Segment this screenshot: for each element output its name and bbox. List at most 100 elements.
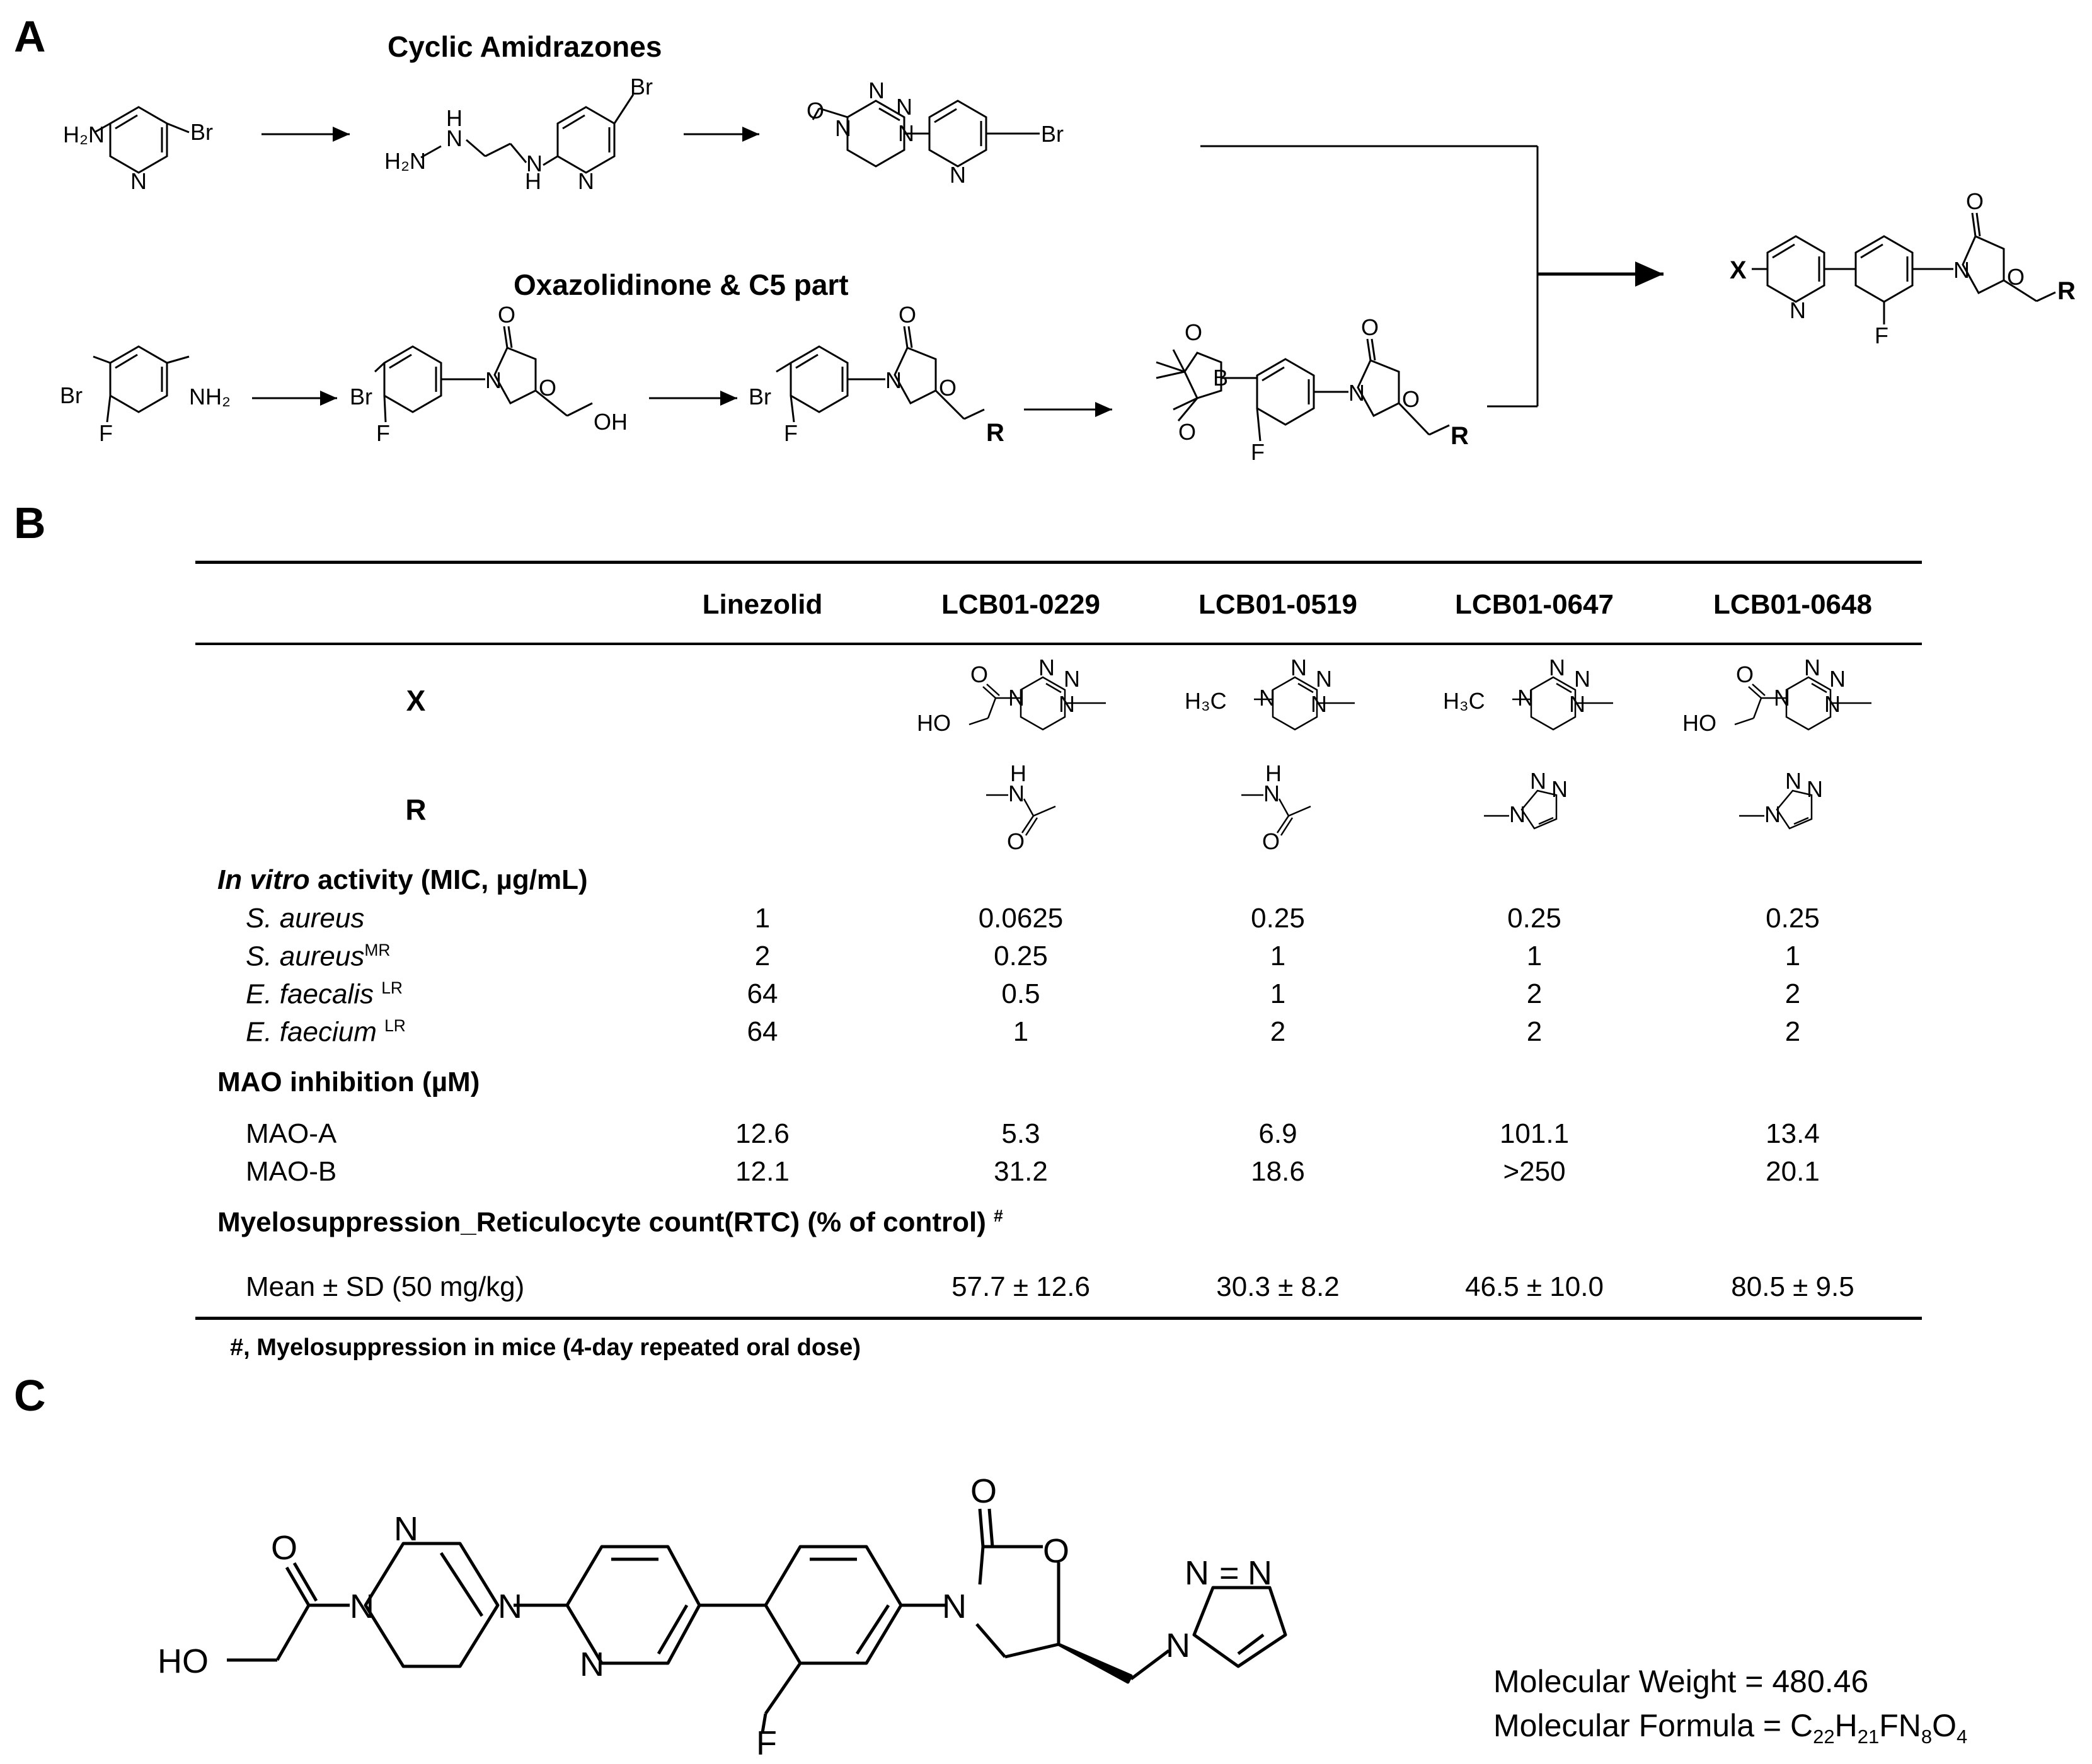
svg-text:N: N bbox=[896, 94, 912, 120]
svg-text:N: N bbox=[1551, 776, 1568, 802]
table-cell: 0.25 bbox=[1766, 903, 1820, 934]
svg-text:N: N bbox=[350, 1588, 374, 1625]
table-cell: 101.1 bbox=[1499, 1118, 1570, 1149]
svg-text:O: O bbox=[2007, 264, 2025, 290]
table-cell: 2 bbox=[1785, 978, 1801, 1009]
svg-text:NH₂: NH₂ bbox=[189, 384, 231, 410]
row-mao-a: MAO-A bbox=[246, 1118, 337, 1149]
scheme-title-oxazolidinone: Oxazolidinone & C5 part bbox=[514, 268, 849, 301]
svg-text:O: O bbox=[498, 302, 515, 328]
svg-text:O: O bbox=[970, 1472, 997, 1510]
synthesis-scheme: H₂N N Br H₂N N H N H N Br O N N N N N Br… bbox=[60, 74, 2056, 465]
svg-text:N: N bbox=[1259, 685, 1275, 711]
svg-text:OH: OH bbox=[594, 409, 628, 435]
svg-text:N: N bbox=[446, 125, 463, 151]
svg-text:O: O bbox=[970, 662, 988, 687]
svg-text:O: O bbox=[1007, 828, 1025, 854]
section-mao: MAO inhibition (µM) bbox=[217, 1067, 480, 1097]
svg-text:N: N bbox=[580, 1646, 604, 1683]
col-header-lcb01-0647: LCB01-0647 bbox=[1455, 589, 1614, 620]
svg-text:N: N bbox=[1569, 691, 1585, 717]
row-e-faecium-lr: E. faecium LR bbox=[246, 1016, 406, 1048]
table-cell: 12.1 bbox=[735, 1156, 790, 1187]
svg-text:N: N bbox=[1008, 781, 1025, 806]
table-top-rule bbox=[195, 561, 1922, 564]
table-cell: 57.7 ± 12.6 bbox=[951, 1271, 1090, 1302]
table-bottom-rule bbox=[195, 1317, 1922, 1320]
substituent-structures: O N N N N HO H₃C N N N N H₃C N N N N O N… bbox=[917, 655, 1871, 854]
svg-text:O: O bbox=[539, 375, 556, 401]
svg-text:F: F bbox=[784, 420, 798, 446]
table-cell: 6.9 bbox=[1258, 1118, 1297, 1149]
table-cell: 1 bbox=[1270, 941, 1286, 971]
svg-text:N: N bbox=[1263, 781, 1280, 806]
col-header-lcb01-0519: LCB01-0519 bbox=[1198, 589, 1357, 620]
svg-text:N: N bbox=[1185, 1554, 1209, 1592]
table-cell: 20.1 bbox=[1766, 1156, 1820, 1187]
svg-text:H: H bbox=[525, 168, 541, 194]
table-cell: 13.4 bbox=[1766, 1118, 1820, 1149]
svg-text:X: X bbox=[1730, 256, 1747, 284]
svg-text:O: O bbox=[271, 1529, 297, 1567]
svg-text:N: N bbox=[868, 77, 885, 103]
svg-text:N: N bbox=[1774, 685, 1790, 711]
svg-text:N: N bbox=[885, 367, 902, 393]
svg-text:H: H bbox=[446, 105, 463, 131]
table-cell: 0.25 bbox=[1507, 903, 1561, 934]
svg-text:N: N bbox=[950, 162, 966, 188]
svg-text:N: N bbox=[1509, 801, 1526, 827]
table-cell: 12.6 bbox=[735, 1118, 790, 1149]
row-e-faecalis-lr: E. faecalis LR bbox=[246, 978, 403, 1010]
table-cell: 1 bbox=[1270, 978, 1286, 1009]
table-footnote: #, Myelosuppression in mice (4-day repea… bbox=[230, 1334, 861, 1361]
svg-text:O: O bbox=[939, 375, 957, 401]
svg-text:N: N bbox=[1530, 768, 1546, 794]
svg-text:O: O bbox=[899, 302, 916, 328]
svg-text:O: O bbox=[1185, 319, 1202, 345]
svg-text:N: N bbox=[835, 115, 851, 141]
svg-text:R: R bbox=[2057, 277, 2076, 305]
table-cell: 1 bbox=[754, 903, 771, 934]
svg-text:N: N bbox=[1807, 776, 1823, 802]
svg-text:F: F bbox=[756, 1724, 777, 1762]
table-cell: 5.3 bbox=[1001, 1118, 1040, 1149]
table-cell: 0.5 bbox=[1001, 978, 1040, 1009]
table-header-rule bbox=[195, 643, 1922, 645]
panel-label-c: C bbox=[14, 1371, 46, 1420]
svg-text:N: N bbox=[1348, 380, 1365, 406]
table-cell: 1 bbox=[1013, 1016, 1029, 1047]
svg-text:=: = bbox=[1219, 1554, 1239, 1592]
svg-text:N: N bbox=[1038, 655, 1055, 680]
row-mao-b: MAO-B bbox=[246, 1156, 337, 1187]
table-cell: 1 bbox=[1526, 941, 1543, 971]
svg-text:Br: Br bbox=[190, 119, 213, 145]
svg-text:N: N bbox=[1311, 691, 1327, 717]
svg-text:H₃C: H₃C bbox=[1443, 688, 1485, 714]
col-header-linezolid: Linezolid bbox=[702, 589, 823, 620]
table-cell: >250 bbox=[1503, 1156, 1566, 1187]
svg-text:N: N bbox=[485, 367, 502, 393]
table-cell: 64 bbox=[747, 978, 778, 1009]
row-label-r: R bbox=[405, 793, 427, 826]
scheme-title-amidrazones: Cyclic Amidrazones bbox=[388, 30, 662, 63]
molecular-formula: Molecular Formula = C22H21FN8O4 bbox=[1493, 1708, 1968, 1748]
table-cell: 0.25 bbox=[1251, 903, 1305, 934]
row-s-aureus-mr: S. aureusMR bbox=[246, 941, 391, 972]
svg-text:N: N bbox=[1574, 666, 1590, 692]
svg-text:N: N bbox=[1166, 1627, 1190, 1664]
molecular-weight: Molecular Weight = 480.46 bbox=[1493, 1664, 1869, 1699]
svg-text:N: N bbox=[1008, 685, 1025, 711]
svg-text:N: N bbox=[526, 151, 543, 176]
svg-text:B: B bbox=[1213, 365, 1228, 391]
table-cell: 18.6 bbox=[1251, 1156, 1305, 1187]
svg-text:O: O bbox=[1262, 828, 1280, 854]
svg-text:HO: HO bbox=[917, 710, 951, 736]
svg-text:N: N bbox=[942, 1588, 967, 1625]
svg-text:F: F bbox=[99, 420, 113, 446]
svg-text:Br: Br bbox=[749, 384, 771, 410]
table-cell: 0.0625 bbox=[978, 903, 1064, 934]
svg-text:N: N bbox=[498, 1588, 522, 1625]
table-cell: 2 bbox=[754, 941, 771, 971]
svg-text:N: N bbox=[1248, 1554, 1272, 1592]
